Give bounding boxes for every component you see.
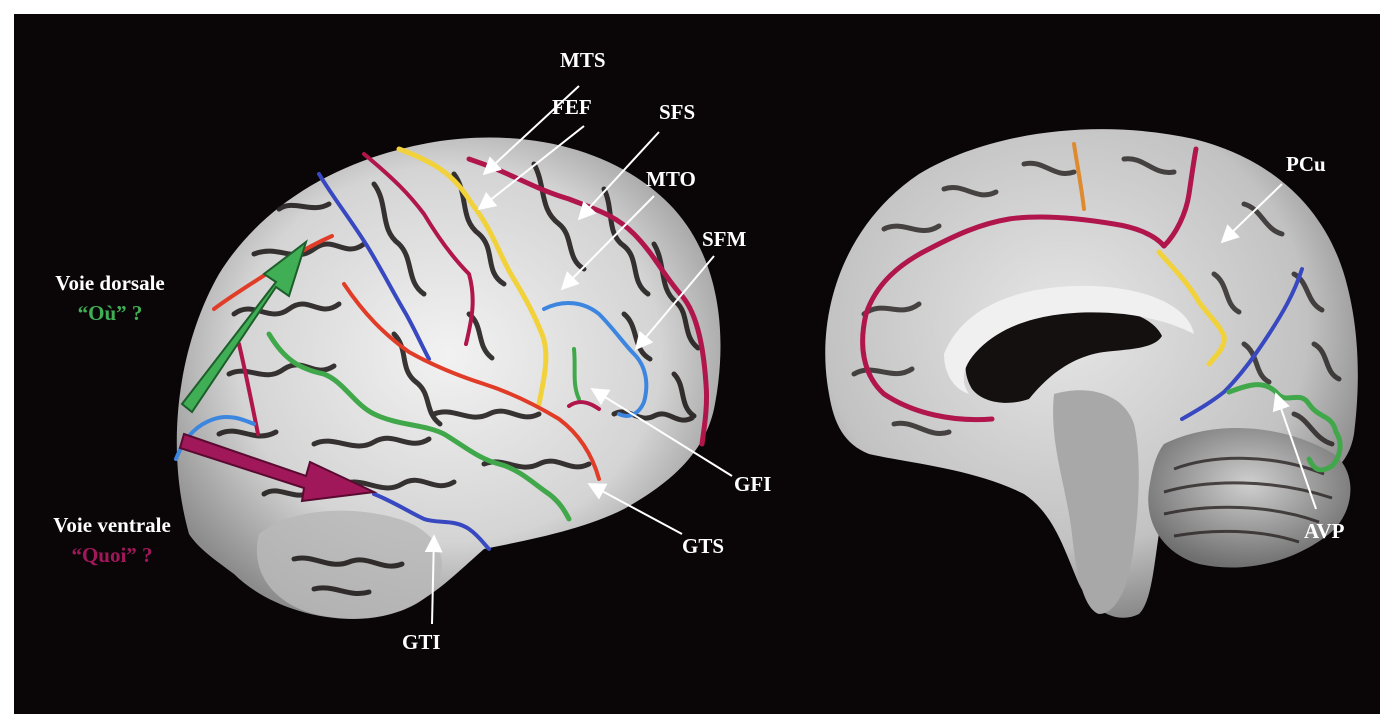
dorsal-pathway-arrow — [180, 239, 308, 414]
lateral-sulcus-markers — [174, 146, 709, 551]
magenta-line-precuneus — [1161, 146, 1199, 249]
dorsal-pathway-caption: Voie dorsale “Où” ? — [26, 268, 194, 329]
medial-sulci-texture — [851, 156, 1342, 447]
magenta-line-occipital — [237, 342, 260, 436]
lightblue-line-mto — [542, 301, 649, 418]
pointer-avp — [1272, 392, 1317, 510]
brainstem — [1053, 390, 1139, 614]
lateral-brain-view — [174, 137, 721, 619]
green-line-gfi — [572, 347, 581, 401]
label-mts: MTS — [560, 48, 606, 72]
pointer-pcu — [1220, 183, 1283, 244]
magenta-line-gfi — [567, 400, 601, 411]
medial-brain-view — [825, 129, 1358, 618]
magenta-line-2 — [362, 152, 475, 346]
label-gts: GTS — [682, 534, 725, 558]
yellow-line-fef — [396, 146, 549, 407]
pointer-mto — [560, 195, 655, 291]
label-sfm: SFM — [702, 227, 747, 251]
green-line-avp — [1226, 382, 1343, 473]
magenta-line-frontal — [466, 156, 709, 447]
medial-cerebellum — [1148, 427, 1351, 568]
pointer-mts — [482, 85, 580, 176]
dorsal-pathway-question: “Où” ? — [77, 301, 143, 326]
label-pointers — [424, 85, 1317, 625]
blue-line-gti — [372, 492, 491, 551]
label-avp: AVP — [1304, 519, 1345, 543]
lateral-cerebellum — [256, 510, 442, 619]
brain-illustration — [174, 85, 1358, 625]
pointer-sfm — [634, 255, 715, 351]
label-fef: FEF — [552, 95, 592, 119]
lateral-ventricle — [965, 305, 1162, 403]
label-mto: MTO — [646, 167, 696, 191]
label-sfs: SFS — [659, 100, 696, 124]
blue-line-central — [317, 172, 431, 361]
pointer-fef — [477, 125, 585, 211]
lateral-sulci-texture — [216, 161, 701, 596]
ventral-pathway-title: Voie ventrale — [53, 513, 171, 537]
figure-panel: MTS FEF SFS MTO SFM GFI GTS GTI PCu AVP … — [14, 14, 1380, 714]
green-line-gts — [266, 331, 572, 522]
pointer-gti — [424, 534, 443, 625]
label-gfi: GFI — [734, 472, 772, 496]
yellow-line-pcu — [1156, 249, 1227, 367]
corpus-callosum — [944, 285, 1194, 394]
ventral-pathway-question: “Quoi” ? — [71, 543, 153, 568]
medial-cortex-surface — [825, 129, 1358, 618]
ventral-pathway-arrow — [178, 432, 378, 503]
pointer-gts — [587, 483, 683, 535]
blue-line-parieto-occipital — [1180, 267, 1304, 421]
label-gti: GTI — [402, 630, 441, 654]
pointer-gfi — [590, 388, 733, 477]
orange-line-medial — [1072, 142, 1086, 211]
dorsal-pathway-title: Voie dorsale — [55, 271, 165, 295]
magenta-line-cingulate — [860, 214, 1167, 423]
red-line-sylvian — [342, 282, 601, 481]
pointer-sfs — [577, 131, 660, 221]
ventral-pathway-caption: Voie ventrale “Quoi” ? — [20, 510, 204, 571]
medial-sulcus-markers — [860, 142, 1343, 473]
label-pcu: PCu — [1286, 152, 1326, 176]
